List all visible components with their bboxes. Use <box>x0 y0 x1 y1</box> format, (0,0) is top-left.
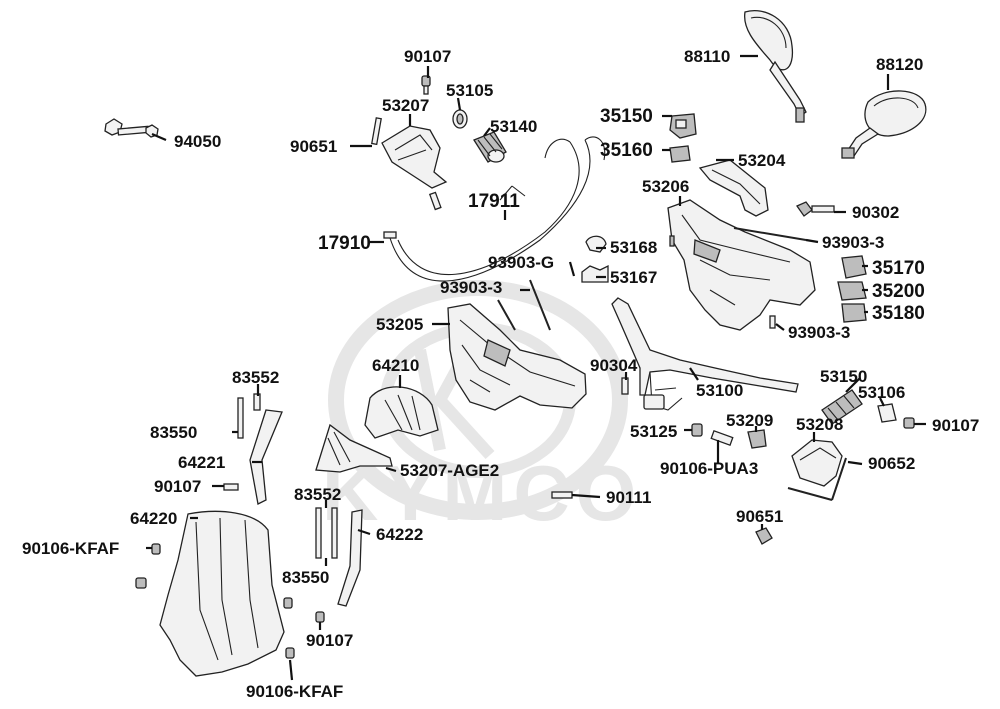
label-17911: 17911 <box>468 191 520 212</box>
part-labels: 90107 53105 53207 53140 90651 94050 1791… <box>22 47 979 701</box>
label-90106-KFAF: 90106-KFAF <box>22 539 119 558</box>
part-90107-screw-center <box>315 611 325 623</box>
label-94050: 94050 <box>174 132 221 151</box>
part-88120-mirror <box>841 90 927 159</box>
part-53125-bolt <box>691 423 703 437</box>
label-90106-KFAF-bottom: 90106-KFAF <box>246 682 343 701</box>
label-53209: 53209 <box>726 411 773 430</box>
part-53209-clamp <box>747 429 767 449</box>
part-53106-end-cap <box>877 403 897 423</box>
part-90106-pua3-bolt <box>710 429 734 447</box>
part-35150-switch <box>669 113 697 139</box>
label-53106: 53106 <box>858 383 905 402</box>
part-83552-spacer-left <box>253 393 261 411</box>
leader-lines <box>146 54 926 681</box>
label-88110: 88110 <box>684 47 730 66</box>
label-90106-PUA3: 90106-PUA3 <box>660 459 758 478</box>
part-64220-windshield <box>159 510 285 677</box>
label-53207: 53207 <box>382 96 429 115</box>
label-53105: 53105 <box>446 81 493 100</box>
label-90107-center: 90107 <box>306 631 353 650</box>
part-90652-screw <box>787 457 847 501</box>
label-90652: 90652 <box>868 454 915 473</box>
part-88110-mirror <box>744 10 807 123</box>
part-94050-bolt <box>104 118 159 138</box>
part-35180-switch <box>841 303 867 323</box>
label-53206: 53206 <box>642 177 689 196</box>
label-93903-G: 93903-G <box>488 253 554 272</box>
part-53105-cap <box>452 109 468 129</box>
part-53207-age2-cover <box>315 423 393 473</box>
part-64222-bracket <box>337 509 363 607</box>
part-90106-kfaf-bolts-right <box>283 597 295 659</box>
label-90107-right: 90107 <box>932 416 979 435</box>
part-35170-switch <box>841 255 867 279</box>
part-93903-g-screws <box>497 279 551 331</box>
part-53140-grip <box>473 131 507 163</box>
part-90651-screws <box>371 117 442 211</box>
label-64220: 64220 <box>130 509 177 528</box>
part-93903-3-screws <box>733 227 807 329</box>
part-83550-bolt-left <box>237 397 244 439</box>
label-64210: 64210 <box>372 356 419 375</box>
label-35200: 35200 <box>872 281 925 302</box>
label-90302: 90302 <box>852 203 899 222</box>
label-93903-3-right: 93903-3 <box>788 323 850 342</box>
label-83552-center: 83552 <box>294 485 341 504</box>
label-83550: 83550 <box>150 423 197 442</box>
label-90111: 90111 <box>606 488 651 507</box>
label-90651-right: 90651 <box>736 507 783 526</box>
part-90651-nut <box>755 527 773 545</box>
label-35180: 35180 <box>872 303 925 324</box>
label-64221: 64221 <box>178 453 225 472</box>
part-90107-screw-left <box>223 483 239 491</box>
part-35160-switch <box>669 145 691 163</box>
label-17910: 17910 <box>318 233 371 254</box>
part-64221-bracket <box>249 409 283 505</box>
part-64210-windscreen <box>364 386 439 439</box>
part-53167-clip <box>581 264 609 283</box>
label-90304: 90304 <box>590 356 638 375</box>
part-90107-screw-right <box>903 417 915 429</box>
label-53208: 53208 <box>796 415 843 434</box>
part-90111-bolt <box>551 491 573 499</box>
label-90651: 90651 <box>290 137 337 156</box>
label-83550-center: 83550 <box>282 568 329 587</box>
part-53206-rear-cover <box>667 199 816 331</box>
label-88120: 88120 <box>876 55 923 74</box>
label-83552: 83552 <box>232 368 279 387</box>
part-90304-bolt <box>621 377 629 395</box>
label-64222: 64222 <box>376 525 423 544</box>
part-53207-switch-cover <box>381 125 448 189</box>
label-53125: 53125 <box>630 422 677 441</box>
label-53140: 53140 <box>490 117 537 136</box>
label-93903-3-center: 93903-3 <box>440 278 502 297</box>
label-53168: 53168 <box>610 238 657 257</box>
part-53205-front-cover <box>447 303 587 411</box>
part-90106-kfaf-bolts-left <box>135 543 161 589</box>
label-53204: 53204 <box>738 151 786 170</box>
label-93903-3: 93903-3 <box>822 233 884 252</box>
label-53150: 53150 <box>820 367 867 386</box>
part-53208-switch-cover <box>791 439 843 487</box>
label-35160: 35160 <box>600 140 653 161</box>
label-35150: 35150 <box>600 106 653 127</box>
part-35200-switch <box>837 281 867 301</box>
part-90302-screw <box>796 201 835 217</box>
label-35170: 35170 <box>872 258 925 279</box>
part-90107-screw <box>421 75 431 95</box>
label-53100: 53100 <box>696 381 743 400</box>
label-90107-left: 90107 <box>154 477 201 496</box>
label-53205: 53205 <box>376 315 423 334</box>
part-83552-spacer-center <box>315 507 338 559</box>
label-90107: 90107 <box>404 47 451 66</box>
part-53150-grip <box>821 389 863 425</box>
part-53204-cover <box>698 159 769 217</box>
part-53100-handlebar <box>611 297 799 411</box>
label-53167: 53167 <box>610 268 657 287</box>
label-53207-AGE2: 53207-AGE2 <box>400 461 499 480</box>
part-17910-17911-cables <box>383 136 606 282</box>
